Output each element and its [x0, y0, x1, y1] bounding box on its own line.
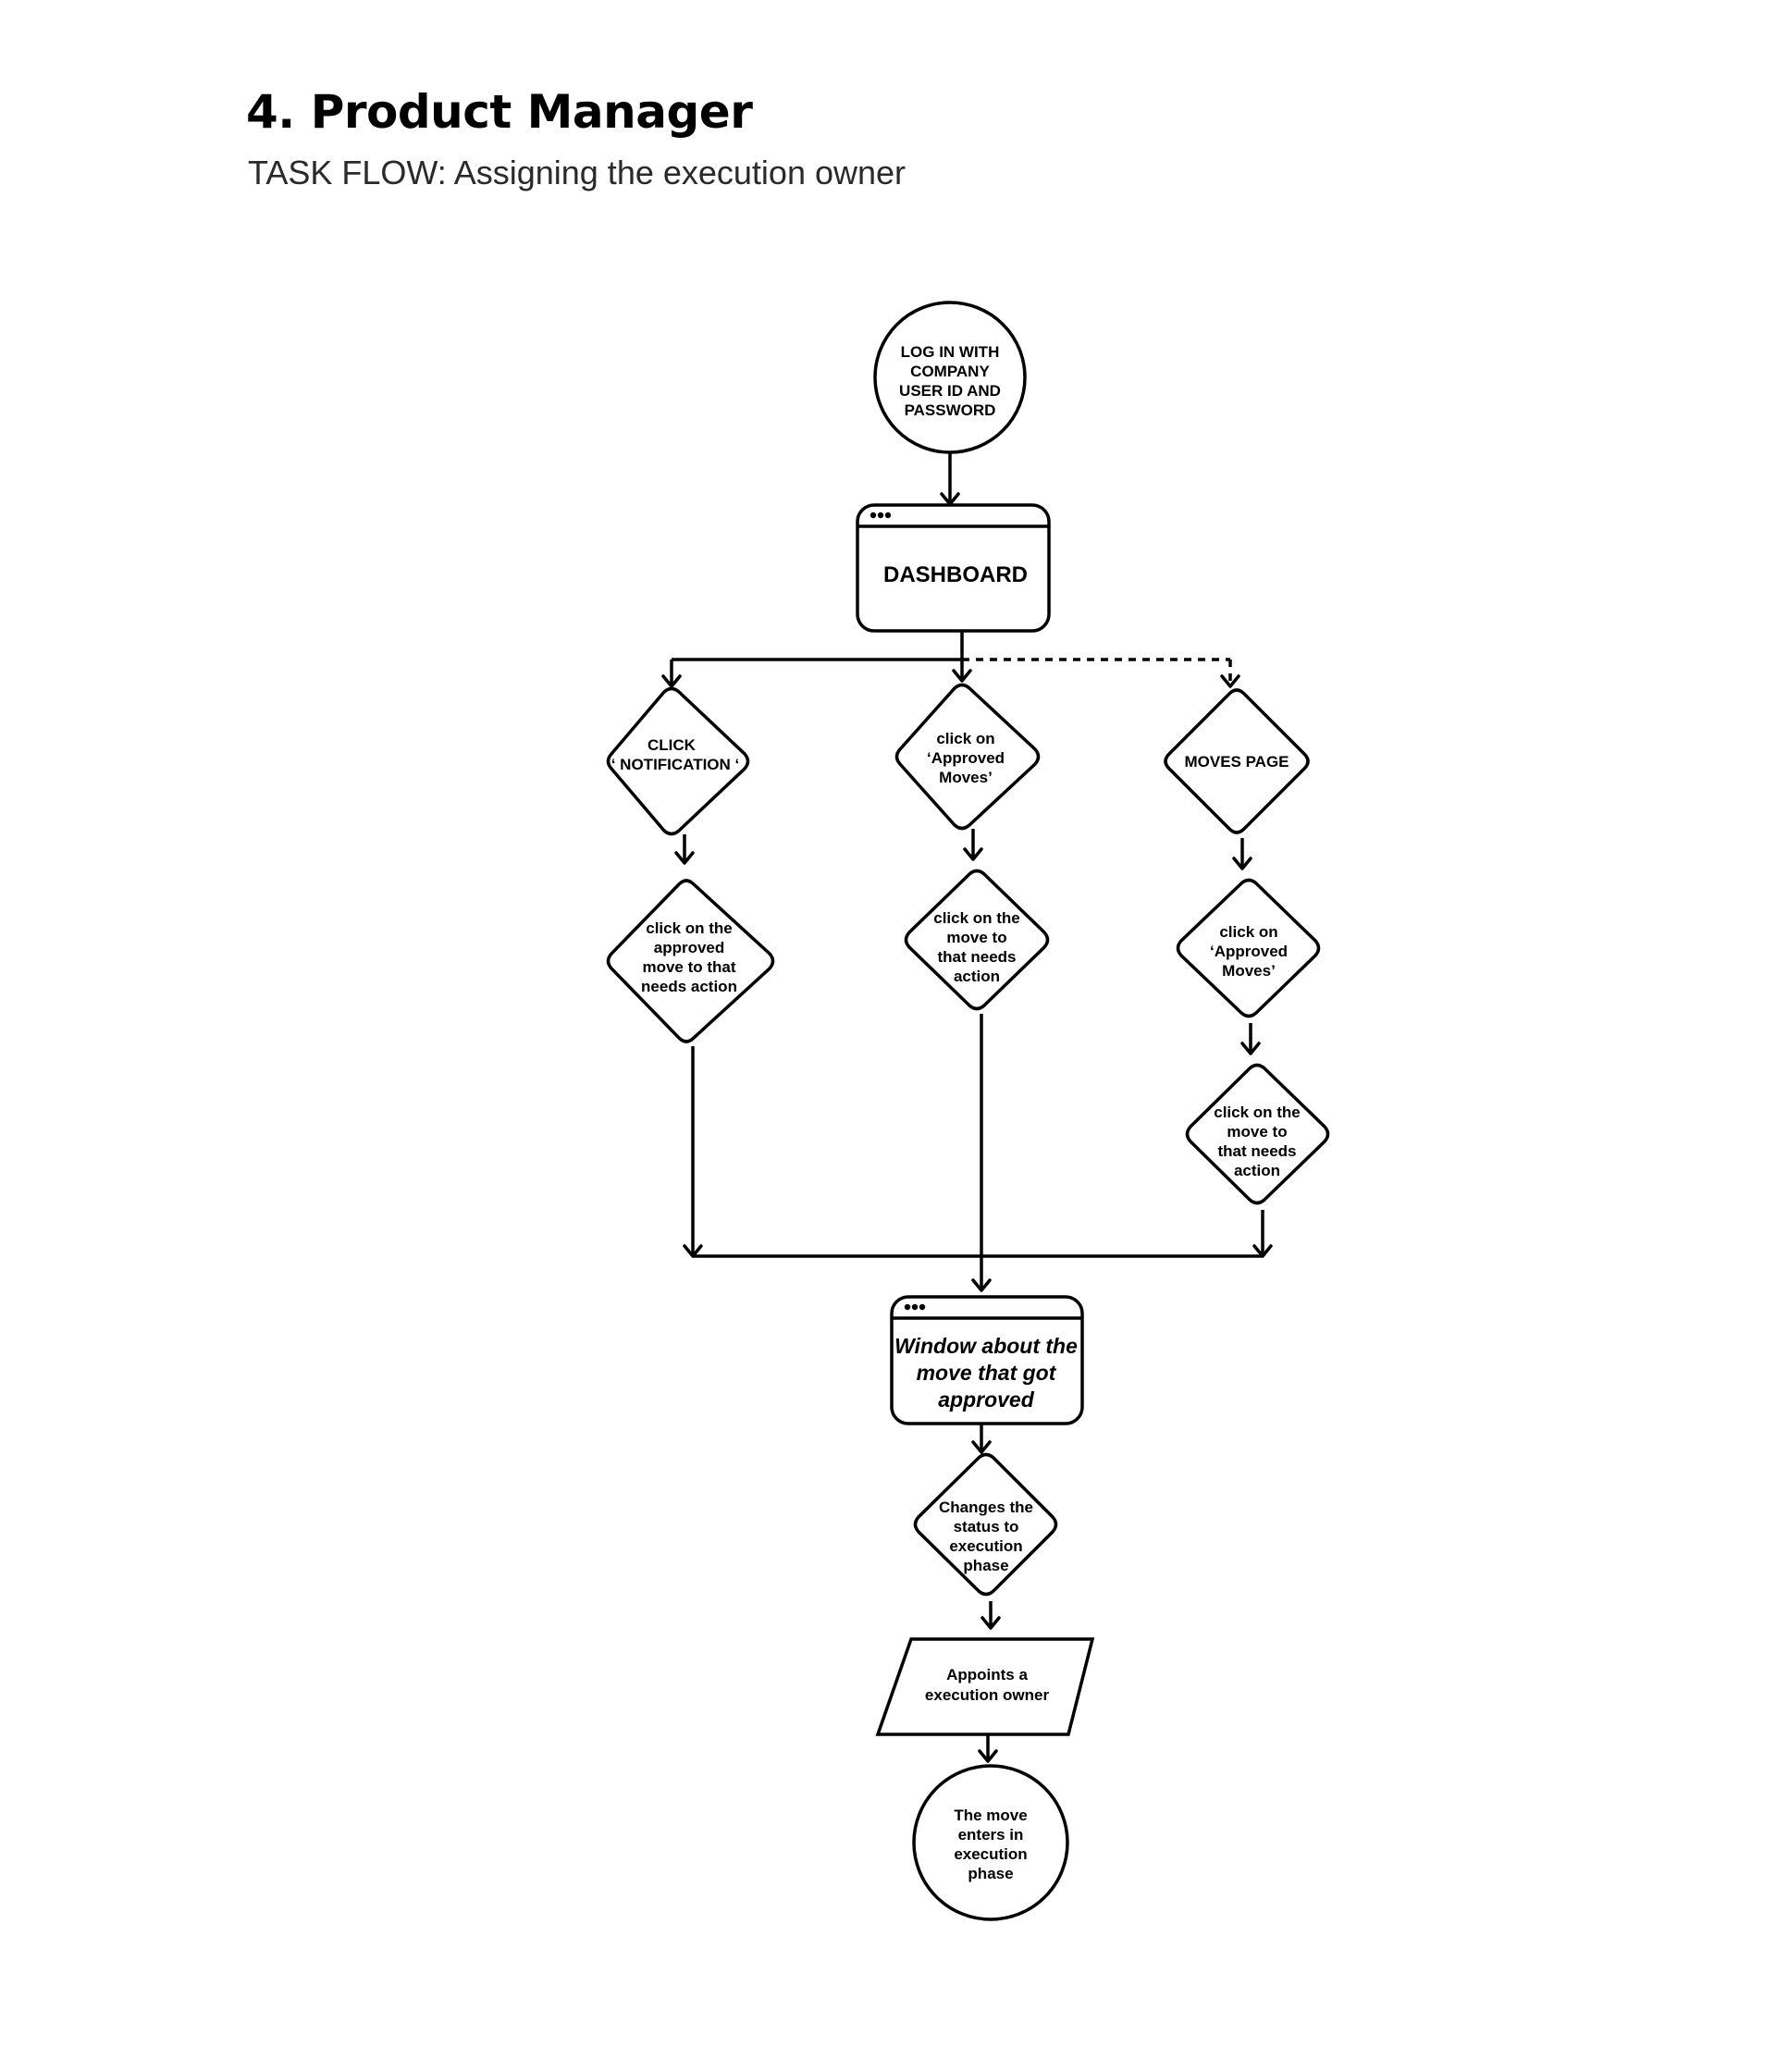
window-dot-icon: [911, 1303, 919, 1311]
arrowhead: [952, 669, 972, 683]
node-approved-right-line: click on: [1219, 923, 1277, 941]
arrowhead: [978, 1749, 998, 1763]
node-right-action-line: click on the: [1214, 1104, 1301, 1121]
node-appoints-owner: Appoints a execution owner: [875, 1637, 1095, 1736]
node-status-line: status to: [954, 1518, 1019, 1536]
node-right-action: click on the move to that needs action: [1185, 1063, 1330, 1205]
node-center-action-line: move to: [946, 929, 1006, 946]
node-start-line: LOG IN WITH: [901, 343, 1000, 361]
window-dot-icon: [870, 512, 877, 519]
node-approved-center-line: Moves’: [939, 769, 993, 786]
node-window-line: move that got: [917, 1361, 1057, 1385]
node-notification-line: ‘ NOTIFICATION ‘: [611, 756, 740, 773]
node-appoints-line: execution owner: [925, 1686, 1050, 1704]
node-left-action: click on the approved move to that needs…: [606, 879, 775, 1043]
node-approved-center-line: click on: [936, 730, 994, 747]
window-dot-icon: [877, 512, 884, 519]
node-moves-page-label: MOVES PAGE: [1184, 753, 1289, 771]
node-dashboard-label: DASHBOARD: [883, 562, 1028, 587]
node-dashboard: DASHBOARD: [856, 503, 1051, 633]
node-left-action-line: approved: [654, 939, 725, 956]
arrowhead: [971, 1440, 992, 1454]
node-end-line: phase: [968, 1865, 1013, 1882]
node-end-line: execution: [954, 1845, 1027, 1863]
node-moves-page: MOVES PAGE: [1164, 688, 1310, 834]
node-end-line: The move: [954, 1807, 1027, 1824]
node-left-action-line: click on the: [646, 919, 733, 937]
node-status-line: execution: [949, 1537, 1022, 1555]
window-dot-icon: [884, 512, 892, 519]
page-subtitle: TASK FLOW: Assigning the execution owner: [248, 154, 906, 191]
arrowhead: [1240, 1042, 1261, 1055]
node-center-action-line: that needs: [937, 948, 1016, 966]
node-start-line: USER ID AND: [899, 382, 1001, 400]
node-approved-center-line: ‘Approved: [927, 749, 1005, 767]
node-right-action-line: move to: [1227, 1123, 1287, 1141]
node-appoints-line: Appoints a: [946, 1666, 1028, 1684]
node-approved-moves-center: click on ‘Approved Moves’: [894, 683, 1041, 831]
arrowhead: [980, 1616, 1001, 1630]
node-status-line: Changes the: [939, 1498, 1033, 1516]
node-click-notification: CLICK ‘ NOTIFICATION ‘: [606, 686, 750, 836]
node-end-line: enters in: [958, 1826, 1024, 1844]
node-window-line: Window about the: [894, 1334, 1078, 1358]
arrowhead: [1232, 857, 1252, 870]
node-approved-right-line: Moves’: [1222, 962, 1276, 980]
window-dot-icon: [904, 1303, 911, 1311]
arrowhead: [963, 847, 983, 861]
node-center-action-line: click on the: [933, 909, 1020, 927]
arrowhead: [661, 674, 682, 688]
node-start: LOG IN WITH COMPANY USER ID AND PASSWORD: [873, 301, 1027, 454]
node-right-action-line: that needs: [1217, 1142, 1296, 1160]
node-end: The move enters in execution phase: [912, 1764, 1069, 1921]
node-notification-line: CLICK: [648, 736, 697, 754]
node-start-line: COMPANY: [910, 363, 990, 380]
node-right-action-line: action: [1234, 1162, 1280, 1179]
node-center-action-line: action: [954, 968, 1000, 985]
node-left-action-line: move to that: [642, 958, 735, 976]
arrowhead: [1220, 674, 1240, 688]
page-title: 4. Product Manager: [246, 85, 753, 139]
node-status-line: phase: [963, 1557, 1008, 1574]
node-left-action-line: needs action: [641, 978, 737, 995]
node-changes-status: Changes the status to execution phase: [913, 1452, 1058, 1597]
arrowhead: [971, 1278, 992, 1292]
node-window-line: approved: [938, 1388, 1034, 1412]
window-dot-icon: [919, 1303, 926, 1311]
node-center-action: click on the move to that needs action: [904, 869, 1050, 1011]
node-approved-moves-right: click on ‘Approved Moves’: [1176, 878, 1321, 1018]
node-approved-right-line: ‘Approved: [1210, 943, 1288, 960]
arrowhead: [674, 851, 695, 865]
connectors: [661, 452, 1273, 1763]
node-window-approved: Window about the move that got approved: [890, 1295, 1084, 1425]
node-start-line: PASSWORD: [905, 401, 996, 419]
